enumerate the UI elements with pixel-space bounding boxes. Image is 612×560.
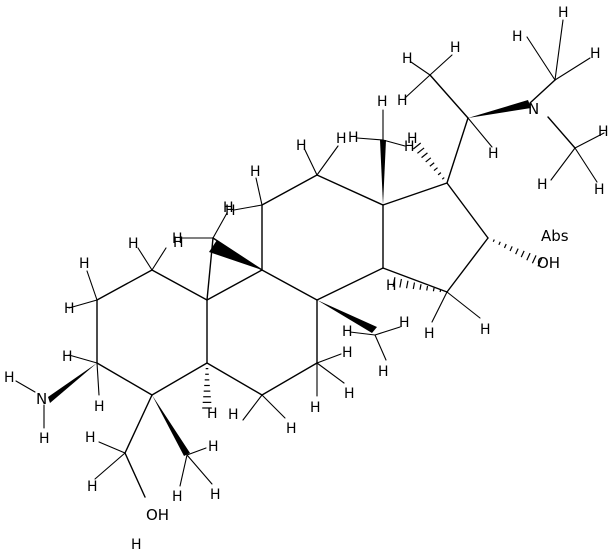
- hydrogen-label: H: [594, 182, 605, 198]
- hashed-bond-c16-oh: [504, 244, 506, 248]
- bond: [97, 363, 152, 395]
- hashed-bond-c17-h: [426, 158, 431, 162]
- hydrogen-label: H: [128, 236, 139, 252]
- hydrogen-label: H: [537, 177, 548, 193]
- hydrogen-label: H: [348, 130, 359, 146]
- dimethylamino-n-label: N: [528, 100, 539, 118]
- hydrogen-label: H: [402, 51, 413, 67]
- hydrogen-label: H: [79, 256, 90, 272]
- hydrogen-label: H: [62, 349, 73, 365]
- hydrogen-label: H: [250, 164, 261, 180]
- hydrogen-label: H: [210, 487, 221, 503]
- amine-n-label: N: [36, 390, 47, 408]
- hydrogen-label: H: [172, 489, 183, 505]
- hydrogen-label: H: [407, 131, 418, 147]
- hydrogen-label: H: [286, 421, 297, 437]
- bond: [125, 395, 152, 453]
- hydrogen-label: H: [208, 439, 219, 455]
- amine-h-label: H: [39, 431, 50, 447]
- wedge-bond-cyclopropane: [209, 240, 262, 270]
- hydrogen-label: H: [225, 203, 236, 219]
- hydrogen-label: H: [342, 345, 353, 361]
- hashed-bond-c14-h: [427, 286, 428, 291]
- hashed-bond-c16-oh: [532, 255, 536, 263]
- hashed-bond-c16-oh: [527, 253, 530, 260]
- hashed-bond-c14-h: [420, 284, 421, 290]
- hydroxyl-oh-label: OH: [146, 506, 169, 524]
- hashed-bond-c17-h: [422, 153, 428, 158]
- bond: [317, 268, 383, 300]
- bond: [447, 238, 488, 292]
- hydrogen-label: H: [344, 386, 355, 402]
- hydrogen-label: H: [386, 278, 397, 294]
- hashed-bond-c16-oh: [516, 249, 519, 254]
- hydrogen-label: H: [310, 400, 321, 416]
- ring-oh-label: OH: [537, 254, 560, 272]
- hashed-bond-c14-h: [400, 279, 402, 287]
- hydrogen-label: H: [512, 29, 523, 45]
- bond: [383, 183, 447, 205]
- hydrogen-label: H: [590, 46, 601, 62]
- hydrogen-label: H: [399, 315, 410, 331]
- hashed-bond-c17-h: [434, 168, 438, 171]
- hashed-bond-c14-h: [413, 283, 414, 289]
- hashed-bond-c16-oh: [493, 240, 494, 242]
- hashed-bond-c16-oh: [521, 251, 524, 257]
- hydrogen-label: H: [87, 479, 98, 495]
- hydroxyl-h-label: H: [131, 537, 142, 553]
- bond: [262, 270, 317, 300]
- hashed-bond-c14-h: [407, 281, 408, 288]
- hydrogen-label: H: [228, 407, 239, 423]
- hydrogen-label: H: [342, 324, 353, 340]
- hashed-bond-c17-h: [442, 178, 444, 180]
- wedge-bond-nme2: [468, 100, 531, 118]
- hashed-bond-c17-h: [438, 173, 441, 175]
- hashed-bond-c17-h: [417, 148, 424, 153]
- hashed-bond-c16-oh: [510, 246, 512, 251]
- bond: [548, 117, 575, 148]
- bond: [152, 363, 207, 395]
- bond: [207, 363, 262, 395]
- hydrogen-label: H: [424, 326, 435, 342]
- bond: [125, 453, 145, 497]
- hydrogen-label: H: [488, 146, 499, 162]
- hashed-bond-c14-h: [433, 288, 434, 292]
- bond: [262, 175, 317, 205]
- hashed-bond-c16-oh: [499, 242, 500, 245]
- hydrogen-label: H: [377, 94, 388, 110]
- hydrogen-label: H: [480, 322, 491, 338]
- hydrogen-label: H: [397, 93, 408, 109]
- abs-label: Abs: [541, 227, 569, 245]
- wedge-bonds: [48, 100, 531, 456]
- bond: [317, 175, 383, 205]
- hydrogen-label: H: [598, 124, 609, 140]
- hydrogen-label: H: [207, 406, 218, 422]
- bond: [207, 270, 262, 300]
- wedge-bond-c13-methyl: [380, 140, 386, 205]
- hydrogen-label: H: [378, 364, 389, 380]
- hashed-bond-c17-h: [430, 163, 434, 167]
- bond: [447, 183, 488, 238]
- bond: [262, 363, 317, 395]
- hydrogen-label: H: [64, 301, 75, 317]
- hydrogen-label: H: [558, 5, 569, 21]
- hydrogen-label: H: [296, 138, 307, 154]
- wedge-bond-amine: [48, 363, 97, 403]
- hydrogen-label: H: [172, 231, 183, 247]
- bond: [447, 118, 468, 183]
- bond: [207, 238, 213, 300]
- wedge-bond-c4-methyl: [152, 395, 190, 456]
- amine-h-label: H: [4, 370, 15, 386]
- bond: [430, 75, 468, 118]
- hydrogen-label: H: [94, 399, 105, 415]
- hydrogen-label: H: [85, 430, 96, 446]
- bond: [97, 270, 152, 300]
- hydrogen-label: H: [450, 40, 461, 56]
- hydrogen-label: H: [336, 131, 347, 147]
- bond: [152, 270, 207, 300]
